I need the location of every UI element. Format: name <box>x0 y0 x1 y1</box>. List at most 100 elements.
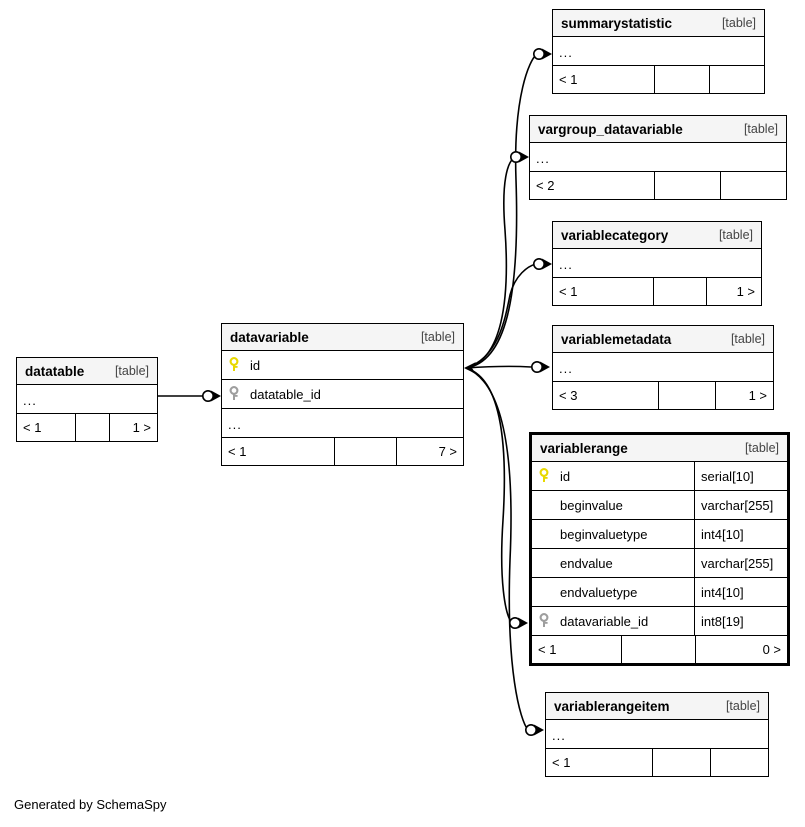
table-footer: < 1 1 > <box>17 414 157 441</box>
column-type: varchar[255] <box>694 491 787 519</box>
column-row[interactable]: endvalue varchar[255] <box>532 549 787 578</box>
column-name: datatable_id <box>250 386 321 402</box>
table-title: datavariable <box>230 329 309 345</box>
key-spacer <box>538 592 560 593</box>
edge-datavariable-variablerangeitem <box>465 367 529 731</box>
primary-key-icon <box>228 357 246 373</box>
column-row[interactable]: endvaluetype int4[10] <box>532 578 787 607</box>
edge-datavariable-variablerange <box>465 367 513 624</box>
table-footer: < 1 0 > <box>532 636 787 663</box>
footer-children: 7 > <box>396 438 463 465</box>
table-summarystatistic[interactable]: summarystatistic [table] ... < 1 <box>552 9 765 94</box>
column-type: varchar[255] <box>694 549 787 577</box>
edge-arrowheads <box>211 48 552 736</box>
column-type: int4[10] <box>694 520 787 548</box>
edge-datavariable-summarystatistic <box>465 54 537 369</box>
table-footer: < 2 <box>530 172 786 199</box>
table-type-tag: [table] <box>744 441 779 455</box>
table-variablecategory[interactable]: variablecategory [table] ... < 1 1 > <box>552 221 762 306</box>
columns-ellipsis: ... <box>530 143 786 172</box>
table-title: summarystatistic <box>561 15 673 31</box>
column-type: serial[10] <box>694 462 787 490</box>
table-title: vargroup_datavariable <box>538 121 683 137</box>
footer-children: 1 > <box>715 382 773 409</box>
columns-ellipsis: ... <box>222 409 463 438</box>
table-footer: < 1 <box>553 66 764 93</box>
footer-children <box>710 749 768 776</box>
table-variablemetadata[interactable]: variablemetadata [table] ... < 3 1 > <box>552 325 774 410</box>
footer-children <box>709 66 764 93</box>
column-name: beginvaluetype <box>560 526 648 542</box>
columns-ellipsis: ... <box>17 385 157 414</box>
key-spacer <box>538 563 560 564</box>
table-variablerangeitem[interactable]: variablerangeitem [table] ... < 1 <box>545 692 769 777</box>
table-footer: < 1 1 > <box>553 278 761 305</box>
footer-parents: < 3 <box>559 388 578 403</box>
footer-parents: < 1 <box>559 284 578 299</box>
key-spacer <box>538 505 560 506</box>
edge-endpoint-variablemetadata <box>530 360 543 373</box>
footer-middle <box>621 636 695 663</box>
table-header: variablemetadata [table] <box>553 326 773 353</box>
column-name: endvaluetype <box>560 584 638 600</box>
footer-parents: < 1 <box>559 72 578 87</box>
column-name: id <box>560 468 571 484</box>
generator-credit: Generated by SchemaSpy <box>14 797 167 812</box>
table-type-tag: [table] <box>420 330 455 344</box>
table-header: variablerange [table] <box>532 435 787 462</box>
table-header: variablecategory [table] <box>553 222 761 249</box>
edge-endpoint-summarystatistic <box>532 47 545 60</box>
table-title: variablerangeitem <box>554 698 670 714</box>
table-datavariable[interactable]: datavariable [table] id <box>221 323 464 466</box>
footer-children: 1 > <box>109 414 157 441</box>
column-row[interactable]: beginvaluetype int4[10] <box>532 520 787 549</box>
table-type-tag: [table] <box>730 332 765 346</box>
column-name: datavariable_id <box>560 613 649 629</box>
footer-middle <box>653 278 706 305</box>
footer-middle <box>652 749 710 776</box>
columns-ellipsis: ... <box>553 353 773 382</box>
edge-endpoint-variablerange <box>508 616 521 629</box>
table-datatable[interactable]: datatable [table] ... < 1 1 > <box>16 357 158 442</box>
edge-endpoint-variablerangeitem <box>524 723 537 736</box>
footer-middle <box>654 172 720 199</box>
edge-endpoint-variablecategory <box>532 257 545 270</box>
footer-middle <box>75 414 109 441</box>
foreign-key-icon <box>538 613 556 629</box>
edge-datavariable-variablecategory <box>465 263 537 369</box>
key-spacer <box>538 534 560 535</box>
column-row[interactable]: id serial[10] <box>532 462 787 491</box>
footer-children <box>720 172 786 199</box>
footer-children: 0 > <box>695 636 787 663</box>
column-row[interactable]: id <box>222 351 463 380</box>
column-row[interactable]: datavariable_id int8[19] <box>532 607 787 636</box>
column-name: beginvalue <box>560 497 623 513</box>
table-type-tag: [table] <box>743 122 778 136</box>
footer-parents: < 1 <box>228 444 247 459</box>
table-variablerange[interactable]: variablerange [table] id serial[10] begi… <box>529 432 790 666</box>
table-footer: < 1 7 > <box>222 438 463 465</box>
footer-middle <box>658 382 715 409</box>
table-type-tag: [table] <box>725 699 760 713</box>
column-row[interactable]: beginvalue varchar[255] <box>532 491 787 520</box>
table-header: variablerangeitem [table] <box>546 693 768 720</box>
footer-parents: < 2 <box>536 178 555 193</box>
table-footer: < 1 <box>546 749 768 776</box>
table-header: datavariable [table] <box>222 324 463 351</box>
table-header: vargroup_datavariable [table] <box>530 116 786 143</box>
columns-ellipsis: ... <box>553 37 764 66</box>
column-name: id <box>250 357 261 373</box>
column-row[interactable]: datatable_id <box>222 380 463 409</box>
table-vargroup-datavariable[interactable]: vargroup_datavariable [table] ... < 2 <box>529 115 787 200</box>
table-type-tag: [table] <box>114 364 149 378</box>
table-title: datatable <box>25 363 85 379</box>
footer-parents: < 1 <box>552 755 571 770</box>
foreign-key-icon <box>228 386 246 402</box>
table-footer: < 3 1 > <box>553 382 773 409</box>
edge-endpoint-datavariable <box>202 389 215 402</box>
footer-parents: < 1 <box>23 420 42 435</box>
table-header: summarystatistic [table] <box>553 10 764 37</box>
columns-ellipsis: ... <box>546 720 768 749</box>
